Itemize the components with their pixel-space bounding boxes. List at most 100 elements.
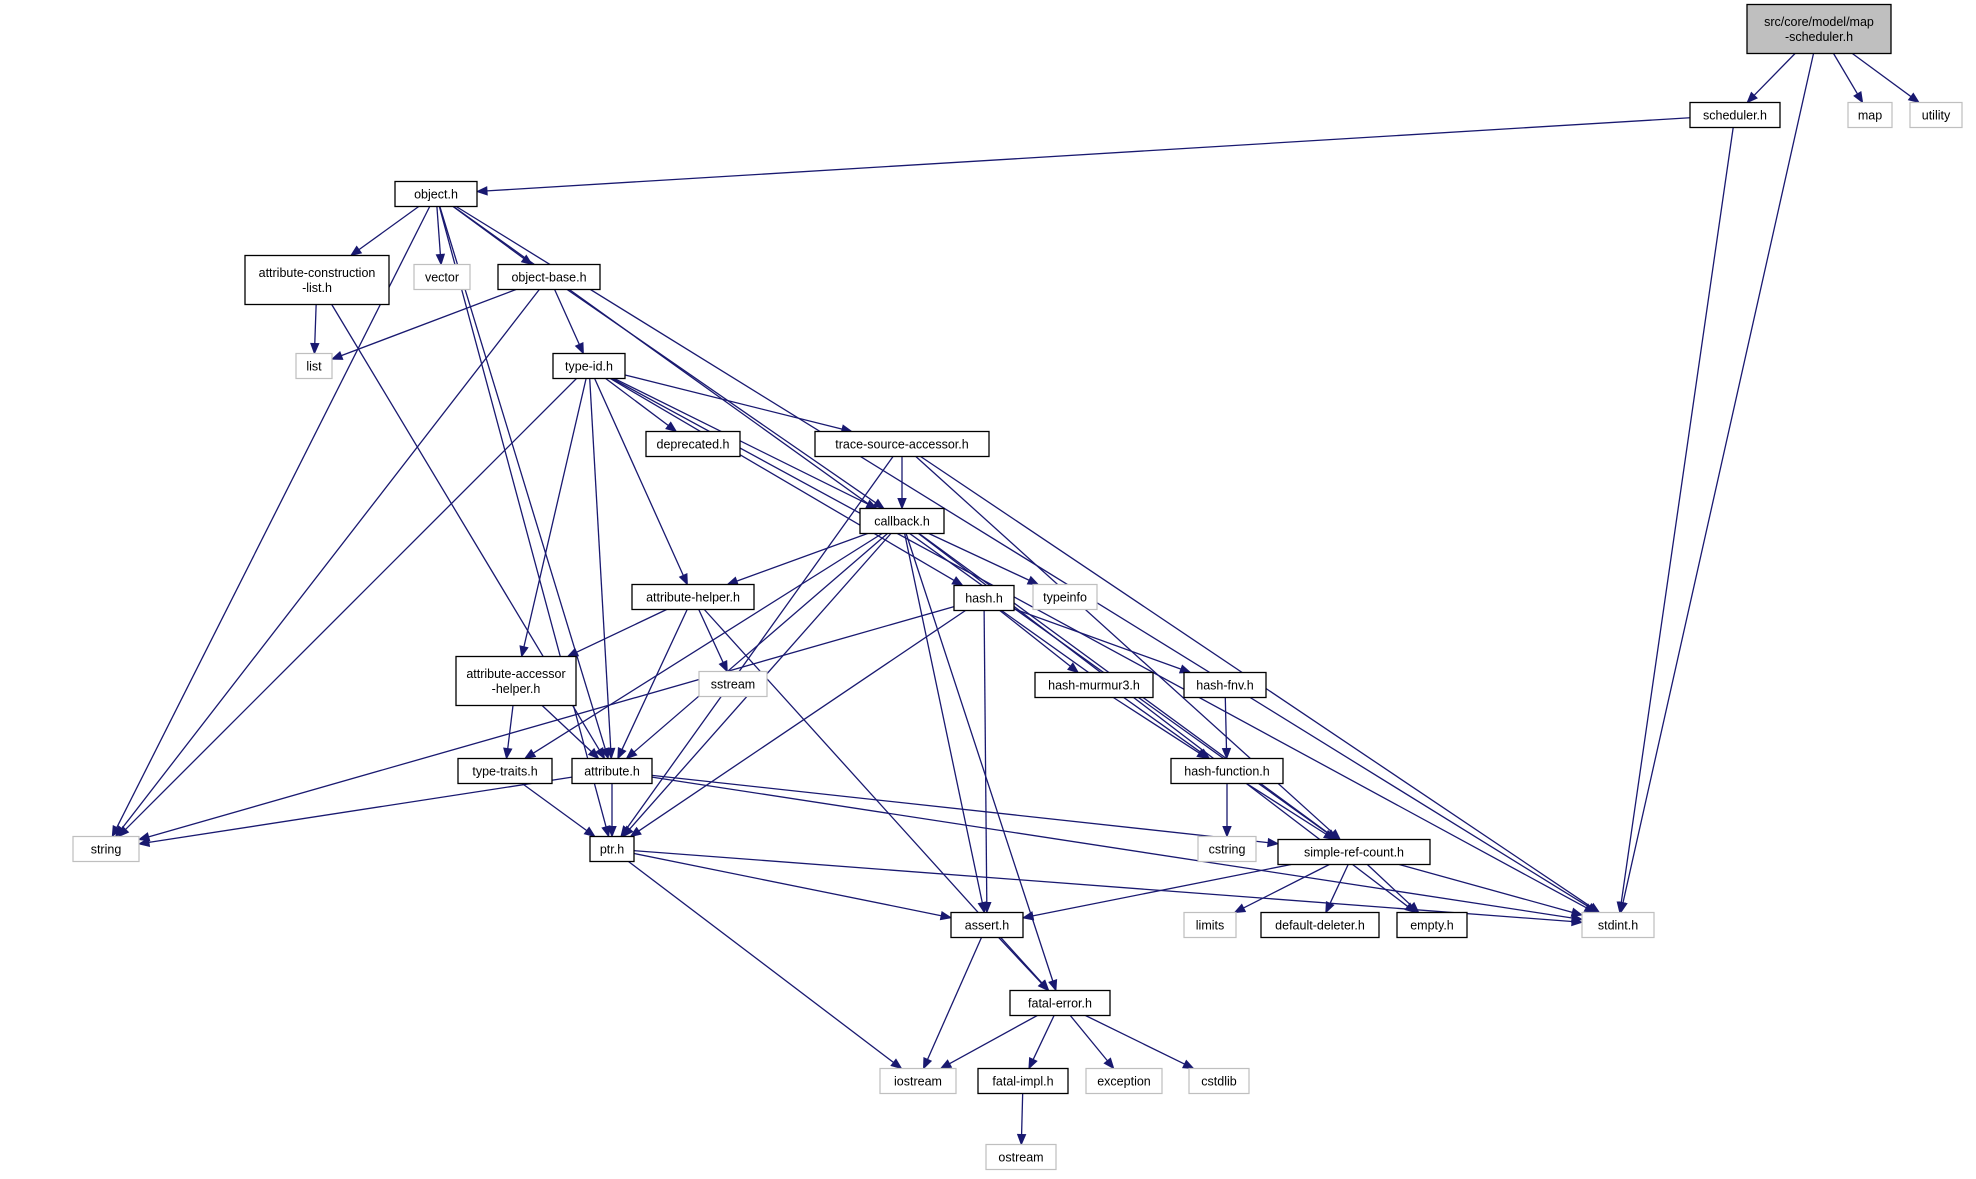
- arrowhead-icon: [726, 576, 739, 586]
- node-empty[interactable]: empty.h: [1396, 911, 1468, 939]
- node-box: [1197, 835, 1257, 863]
- arrowhead-icon: [622, 825, 634, 838]
- edge-callback-to-typetraits: [523, 532, 883, 760]
- edge-assert-to-iostream: [922, 937, 983, 1070]
- edge-line: [436, 206, 442, 255]
- node-label: attribute-accessor: [466, 667, 565, 681]
- edge-line: [949, 1014, 1038, 1065]
- arrowhead-icon: [1048, 979, 1058, 992]
- node-hash[interactable]: hash.h: [953, 584, 1015, 612]
- node-deprecated[interactable]: deprecated.h: [645, 430, 741, 458]
- node-defdel[interactable]: default-deleter.h: [1260, 911, 1380, 939]
- edge-ptr-to-iostream: [628, 860, 903, 1070]
- node-callback[interactable]: callback.h: [859, 507, 945, 535]
- node-box: [1847, 101, 1893, 129]
- edge-typeid-to-stdint: [611, 377, 1597, 914]
- edge-line: [116, 206, 431, 828]
- edge-line: [1753, 53, 1796, 96]
- edge-line: [576, 608, 667, 653]
- edge-line: [125, 378, 577, 830]
- arrowhead-icon: [1016, 1133, 1027, 1146]
- edge-line: [698, 609, 724, 663]
- node-box: [814, 430, 990, 458]
- arrowhead-icon: [310, 342, 320, 355]
- edge-hashfunc-to-cstring: [1222, 783, 1232, 838]
- edge-line: [638, 609, 966, 832]
- node-label: deprecated.h: [657, 438, 730, 452]
- edge-line: [626, 456, 894, 829]
- node-exception: exception: [1085, 1067, 1163, 1095]
- arrowhead-icon: [1103, 1057, 1115, 1070]
- node-attribute[interactable]: attribute.h: [571, 757, 653, 785]
- edge-line: [1013, 608, 1182, 670]
- edge-line: [605, 377, 669, 427]
- node-box: [698, 670, 768, 698]
- node-scheduler[interactable]: scheduler.h: [1689, 101, 1781, 129]
- edge-callback-to-attrhelper: [726, 532, 868, 586]
- arrowhead-icon: [117, 825, 130, 838]
- edge-attribute-to-ptr: [607, 783, 617, 838]
- arrowhead-icon: [1221, 747, 1232, 760]
- edge-line: [609, 377, 955, 581]
- arrowhead-icon: [519, 645, 529, 658]
- node-label: attribute.h: [584, 765, 640, 779]
- arrowhead-icon: [349, 245, 363, 257]
- edge-line: [455, 205, 1590, 908]
- arrowhead-icon: [939, 910, 953, 921]
- node-label: simple-ref-count.h: [1304, 846, 1404, 860]
- edge-fatalerr-to-fatalimpl: [1028, 1015, 1055, 1070]
- edge-line: [928, 532, 1030, 581]
- node-box: [589, 835, 635, 863]
- node-hashfunc[interactable]: hash-function.h: [1170, 757, 1284, 785]
- edge-root-to-stdint: [1618, 53, 1815, 914]
- node-fatalerr[interactable]: fatal-error.h: [1009, 989, 1111, 1017]
- edge-attrhelper-to-attribute: [617, 609, 688, 760]
- node-attrhelper[interactable]: attribute-helper.h: [631, 583, 755, 611]
- edge-line: [651, 774, 1269, 844]
- node-attrcons[interactable]: attribute-construction-list.h: [244, 254, 390, 306]
- node-assert[interactable]: assert.h: [950, 911, 1024, 939]
- node-box: [1009, 989, 1111, 1017]
- node-box: [497, 263, 601, 291]
- node-label: list: [306, 360, 322, 374]
- edge-line: [1224, 697, 1228, 749]
- edge-scheduler-to-object: [475, 117, 1691, 196]
- node-murmur[interactable]: hash-murmur3.h: [1034, 671, 1154, 699]
- node-fnv[interactable]: hash-fnv.h: [1183, 671, 1267, 699]
- edge-attrcons-to-list: [310, 304, 320, 355]
- node-objbase[interactable]: object-base.h: [497, 263, 601, 291]
- edge-line: [486, 117, 1691, 192]
- arrowhead-icon: [1588, 902, 1601, 914]
- arrowhead-icon: [1026, 575, 1040, 586]
- node-root[interactable]: src/core/model/map-scheduler.h: [1746, 3, 1892, 55]
- edge-line: [1020, 1093, 1024, 1135]
- arrowhead-icon: [1616, 901, 1626, 914]
- node-box: [1034, 671, 1154, 699]
- edge-typetraits-to-ptr: [521, 782, 596, 838]
- edge-fatalerr-to-cstdlib: [1085, 1014, 1195, 1070]
- edge-line: [613, 377, 869, 505]
- node-src[interactable]: simple-ref-count.h: [1277, 838, 1431, 866]
- node-box: [457, 757, 553, 785]
- edge-line: [1085, 1014, 1185, 1065]
- edge-line: [611, 377, 1587, 909]
- nodes-layer: src/core/model/map-scheduler.h scheduler.…: [72, 3, 1963, 1171]
- node-box: [552, 352, 626, 380]
- edge-line: [1399, 863, 1573, 914]
- edge-line: [148, 776, 573, 844]
- node-ptr[interactable]: ptr.h: [589, 835, 635, 863]
- node-box: [455, 655, 577, 707]
- node-typetraits[interactable]: type-traits.h: [457, 757, 553, 785]
- node-object[interactable]: object.h: [394, 180, 478, 208]
- edge-object-to-vector: [435, 206, 446, 266]
- arrowhead-icon: [1323, 829, 1336, 841]
- node-typeid[interactable]: type-id.h: [552, 352, 626, 380]
- edge-line: [1622, 53, 1815, 903]
- node-tsa[interactable]: trace-source-accessor.h: [814, 430, 990, 458]
- node-box: [1909, 101, 1963, 129]
- arrowhead-icon: [951, 576, 964, 587]
- node-box: [631, 583, 755, 611]
- node-aah[interactable]: attribute-accessor-helper.h: [455, 655, 577, 707]
- node-fatalimpl[interactable]: fatal-impl.h: [977, 1067, 1069, 1095]
- edge-src-to-defdel: [1325, 864, 1349, 914]
